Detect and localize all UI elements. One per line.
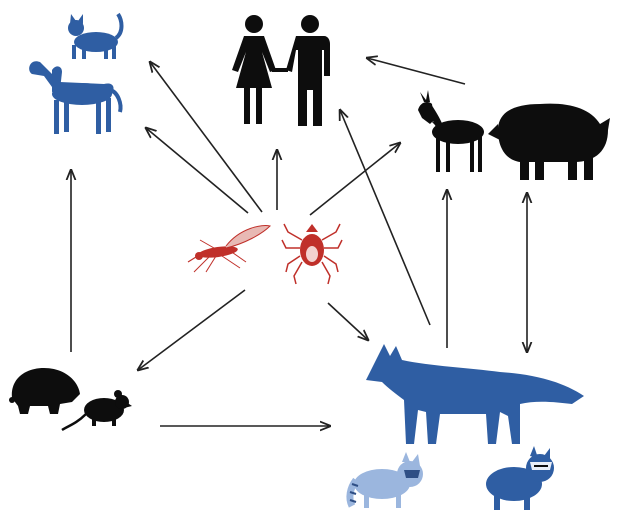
arrow-vectors-to-smallmammals [138,290,245,370]
arrow-fox-to-humans [340,110,430,325]
raccoon-dog-icon [486,446,554,510]
wild-boar-icon [488,104,610,180]
deer-icon [418,90,484,172]
arrow-wildboar-to-humans [367,58,465,84]
dog-icon [29,61,120,134]
tick-icon [282,224,342,284]
raccoon-icon [350,452,423,508]
arrow-vectors-to-deer [310,143,400,215]
arrow-vectors-to-dog [146,128,248,213]
fox-icon [366,344,584,444]
arrow-vectors-to-fox [328,303,368,340]
mosquito-icon [188,226,270,272]
cat-icon [68,14,122,59]
man-woman-icon [232,15,330,126]
hedgehog-icon [9,368,80,414]
